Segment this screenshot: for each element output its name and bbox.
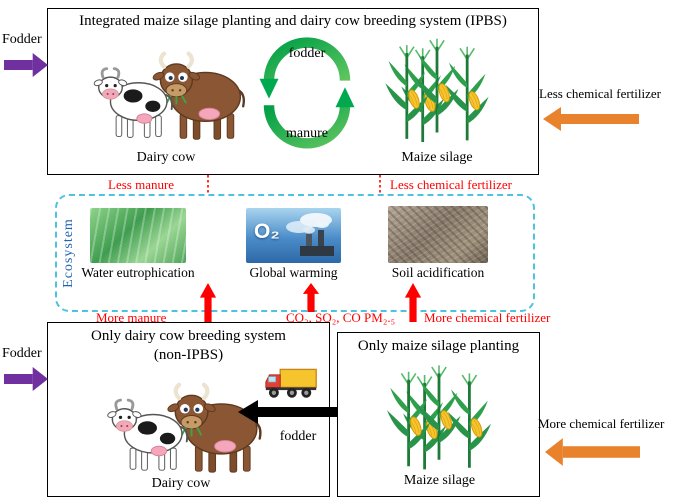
fodder-transfer-arrow [238,400,337,424]
more-fertilizer-input-label: More chemical fertilizer [538,416,665,431]
fodder-arrow-top [4,53,48,77]
dairy-cow-caption-nonipbs: Dairy cow [151,476,211,491]
ipbs-box: Integrated maize silage planting and dai… [47,8,539,175]
non-ipbs-title-line2: (non-IPBS) [153,347,224,363]
maize-caption-only: Maize silage [403,473,476,488]
fodder-input-label-top: Fodder [2,32,42,47]
maize-only-title: Only maize silage planting [357,338,520,354]
more-fertilizer-impact-label: More chemical fertilizer [424,310,551,325]
less-fertilizer-input-label: Less chemical fertilizer [539,86,661,101]
cycle-manure-label: manure [286,126,328,141]
more-manure-label: More manure [96,310,167,325]
maize-illustration [383,27,491,149]
maize-only-box: Only maize silage planting Maize silage [337,332,540,497]
soil-acidification-label: Soil acidification [391,265,485,280]
dairy-cow-caption: Dairy cow [136,150,196,165]
emissions-up-arrow [302,283,320,312]
less-fertilizer-impact-label: Less chemical fertilizer [390,177,512,192]
less-manure-label: Less manure [108,177,175,192]
maize-caption: Maize silage [401,150,473,165]
water-eutrophication-image [90,208,186,263]
maize-illustration-only [372,359,506,471]
more-fertilizer-arrow [545,438,640,466]
dairy-cow-illustration-nonipbs [96,379,266,475]
o2-overlay: O₂ [254,220,280,243]
soil-acidification-image [388,206,488,263]
global-warming-image: O₂ [246,208,341,263]
ecosystem-title: Ecosystem [61,218,76,288]
more-manure-up-arrow [199,283,217,322]
fodder-arrow-bottom [4,367,48,391]
emissions-label: CO₂, SO₂, CO PM₂.₅ [286,310,396,325]
more-fertilizer-up-arrow [404,283,422,322]
truck-icon [263,364,319,400]
fodder-transfer-label: fodder [279,429,317,444]
water-eutrophication-label: Water eutrophication [81,265,195,280]
fodder-input-label-bottom: Fodder [2,346,42,361]
non-ipbs-title-line1: Only dairy cow breeding system [91,328,286,344]
less-fertilizer-arrow [543,107,639,131]
global-warming-label: Global warming [249,265,338,280]
ipbs-title: Integrated maize silage planting and dai… [79,13,507,29]
factory-smoke-art [286,213,334,256]
dairy-cow-illustration [86,45,246,145]
cycle-fodder-label: fodder [288,46,326,61]
